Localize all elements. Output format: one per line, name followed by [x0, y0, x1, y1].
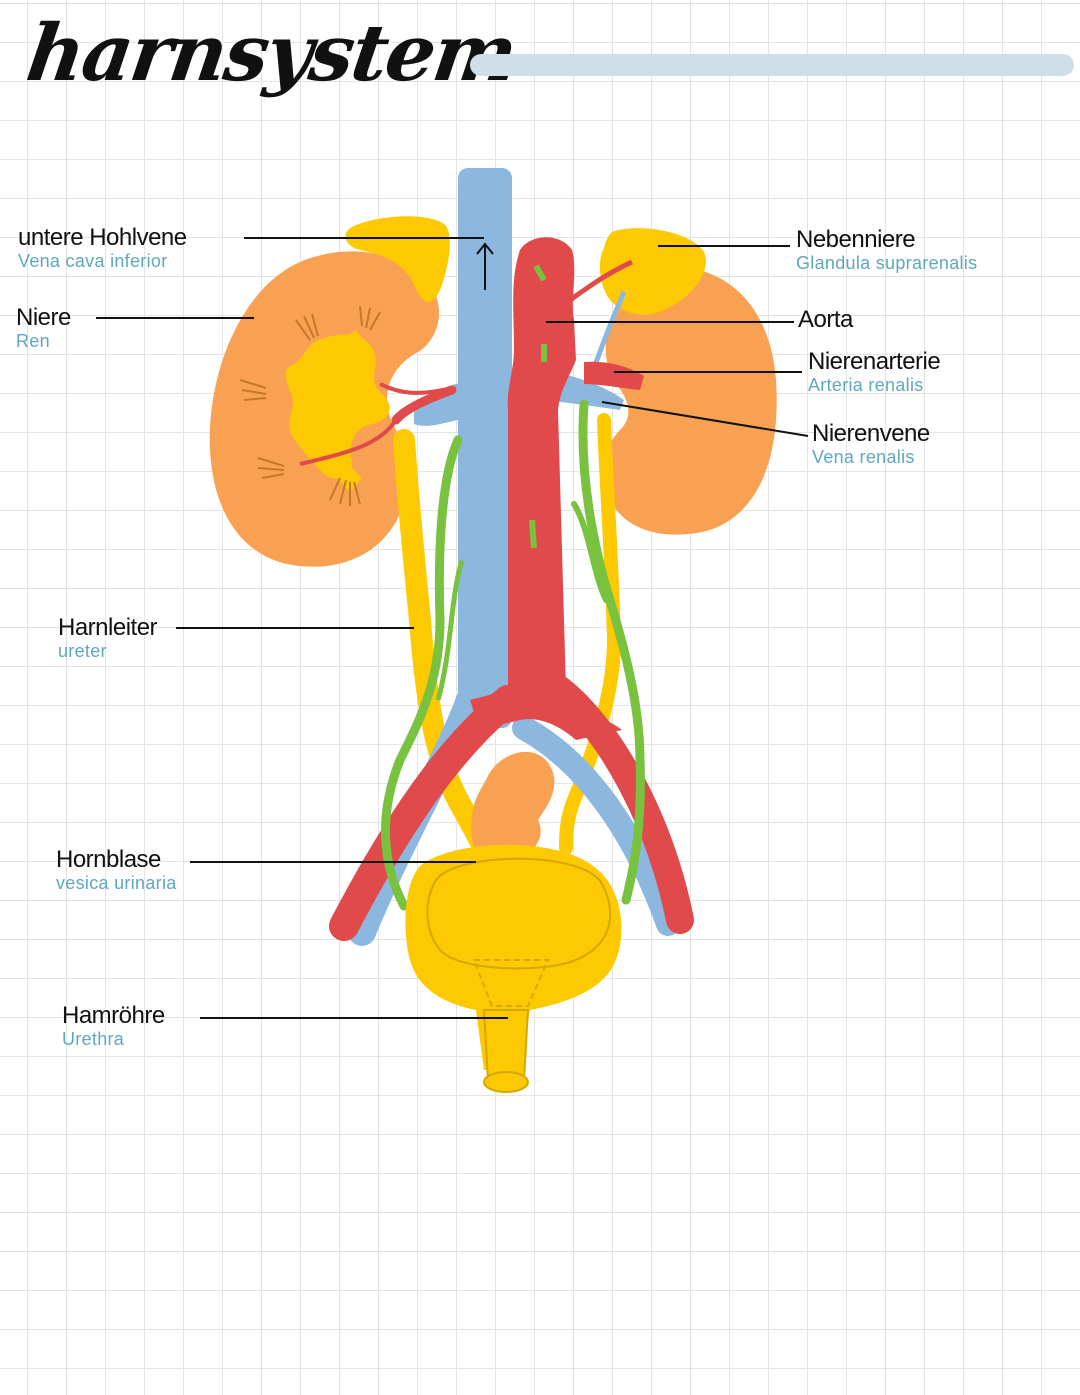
label-nierenarterie-de: Nierenarterie — [808, 348, 941, 375]
aorta-right-iliac — [546, 676, 694, 934]
right-ureter — [559, 413, 622, 855]
right-adrenal-gland — [599, 228, 706, 315]
left-renal-artery — [391, 385, 457, 425]
label-nierenarterie-la: Arteria renalis — [808, 375, 924, 395]
label-nierenvene-la: Vena renalis — [812, 447, 915, 467]
label-nebenniere-de: Nebenniere — [796, 226, 916, 253]
left-renal-artery-branch — [299, 382, 453, 466]
vena-cava-inferior — [458, 168, 512, 728]
label-vena-cava: untere Hohlvene Vena cava inferior — [18, 224, 187, 271]
calyx-marks — [239, 305, 381, 506]
label-aorta: Aorta — [798, 308, 853, 332]
prostate-organ — [471, 751, 555, 863]
bladder-trigone — [472, 959, 550, 1007]
aorta-marks — [529, 264, 547, 549]
label-nebenniere: Nebenniere Glandula suprarenalis — [796, 226, 978, 273]
bladder — [405, 844, 622, 1070]
left-green-vessel-outer — [380, 435, 463, 911]
aorta-left-iliac — [329, 685, 523, 941]
label-aorta-de: Aorta — [798, 306, 853, 333]
leader-nierenvene — [601, 401, 809, 437]
left-renal-vein — [414, 382, 470, 426]
right-renal-artery — [584, 361, 644, 390]
label-nebenniere-la: Glandula suprarenalis — [796, 253, 978, 273]
aorta — [470, 237, 622, 740]
label-harnroehre-la: Urethra — [62, 1029, 125, 1049]
label-harnleiter-la: ureter — [58, 641, 107, 661]
title-highlight-bar — [470, 54, 1074, 76]
urethra — [482, 1009, 530, 1081]
left-green-vessel-inner — [435, 559, 465, 701]
label-vena-cava-de: untere Hohlvene — [18, 224, 187, 251]
label-nierenvene: Nierenvene Vena renalis — [812, 420, 930, 467]
label-harnblase-la: vesica urinaria — [56, 873, 177, 893]
left-renal-pelvis — [285, 334, 390, 479]
left-calyx-top — [330, 330, 368, 358]
label-harnleiter-de: Harnleiter — [58, 614, 158, 641]
flow-arrow — [476, 242, 494, 290]
label-harnroehre: Hamröhre Urethra — [62, 1002, 165, 1049]
vena-cava-right-iliac — [512, 716, 680, 936]
label-niere-de: Niere — [16, 304, 71, 331]
right-green-vessel-outer — [578, 399, 645, 905]
left-ureter — [393, 429, 495, 859]
bladder-inner-outline — [426, 857, 612, 970]
label-nierenarterie: Nierenarterie Arteria renalis — [808, 348, 941, 395]
adrenal-artery — [568, 259, 634, 303]
label-harnblase: Hornblase vesica urinaria — [56, 846, 177, 893]
urethra-opening — [483, 1071, 529, 1093]
right-green-vessel-inner — [571, 501, 609, 603]
label-nierenvene-de: Nierenvene — [812, 420, 930, 447]
label-harnleiter: Harnleiter ureter — [58, 614, 158, 661]
label-harnroehre-de: Hamröhre — [62, 1002, 165, 1029]
label-niere: Niere Ren — [16, 304, 71, 351]
label-vena-cava-la: Vena cava inferior — [18, 251, 168, 271]
right-kidney — [603, 267, 777, 535]
label-niere-la: Ren — [16, 331, 50, 351]
label-harnblase-de: Hornblase — [56, 846, 161, 873]
